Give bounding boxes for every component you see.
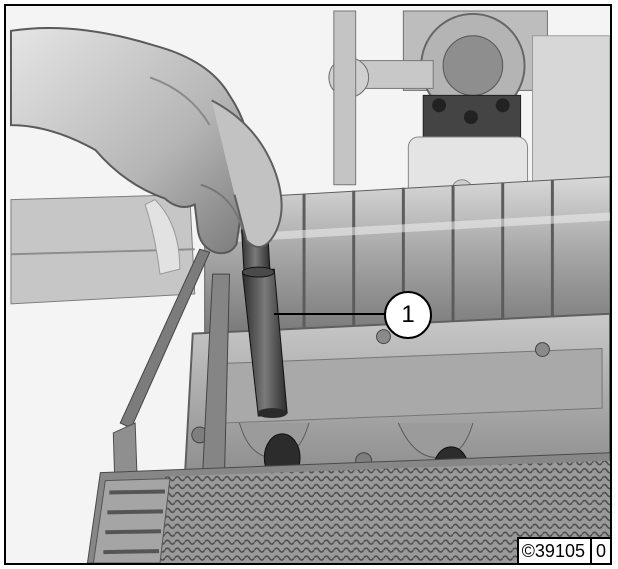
illustration-frame: 1 ©39105 0 bbox=[4, 4, 612, 565]
left-frame-block bbox=[11, 195, 195, 304]
copyright-suffix: 0 bbox=[590, 539, 610, 563]
copyright-text: ©39105 bbox=[519, 539, 590, 563]
callout-marker: 1 bbox=[384, 291, 432, 339]
callout-leader-line bbox=[274, 313, 385, 315]
copyright-label: ©39105 0 bbox=[517, 537, 610, 563]
callout-number: 1 bbox=[401, 303, 414, 327]
engine-photo bbox=[6, 6, 610, 563]
